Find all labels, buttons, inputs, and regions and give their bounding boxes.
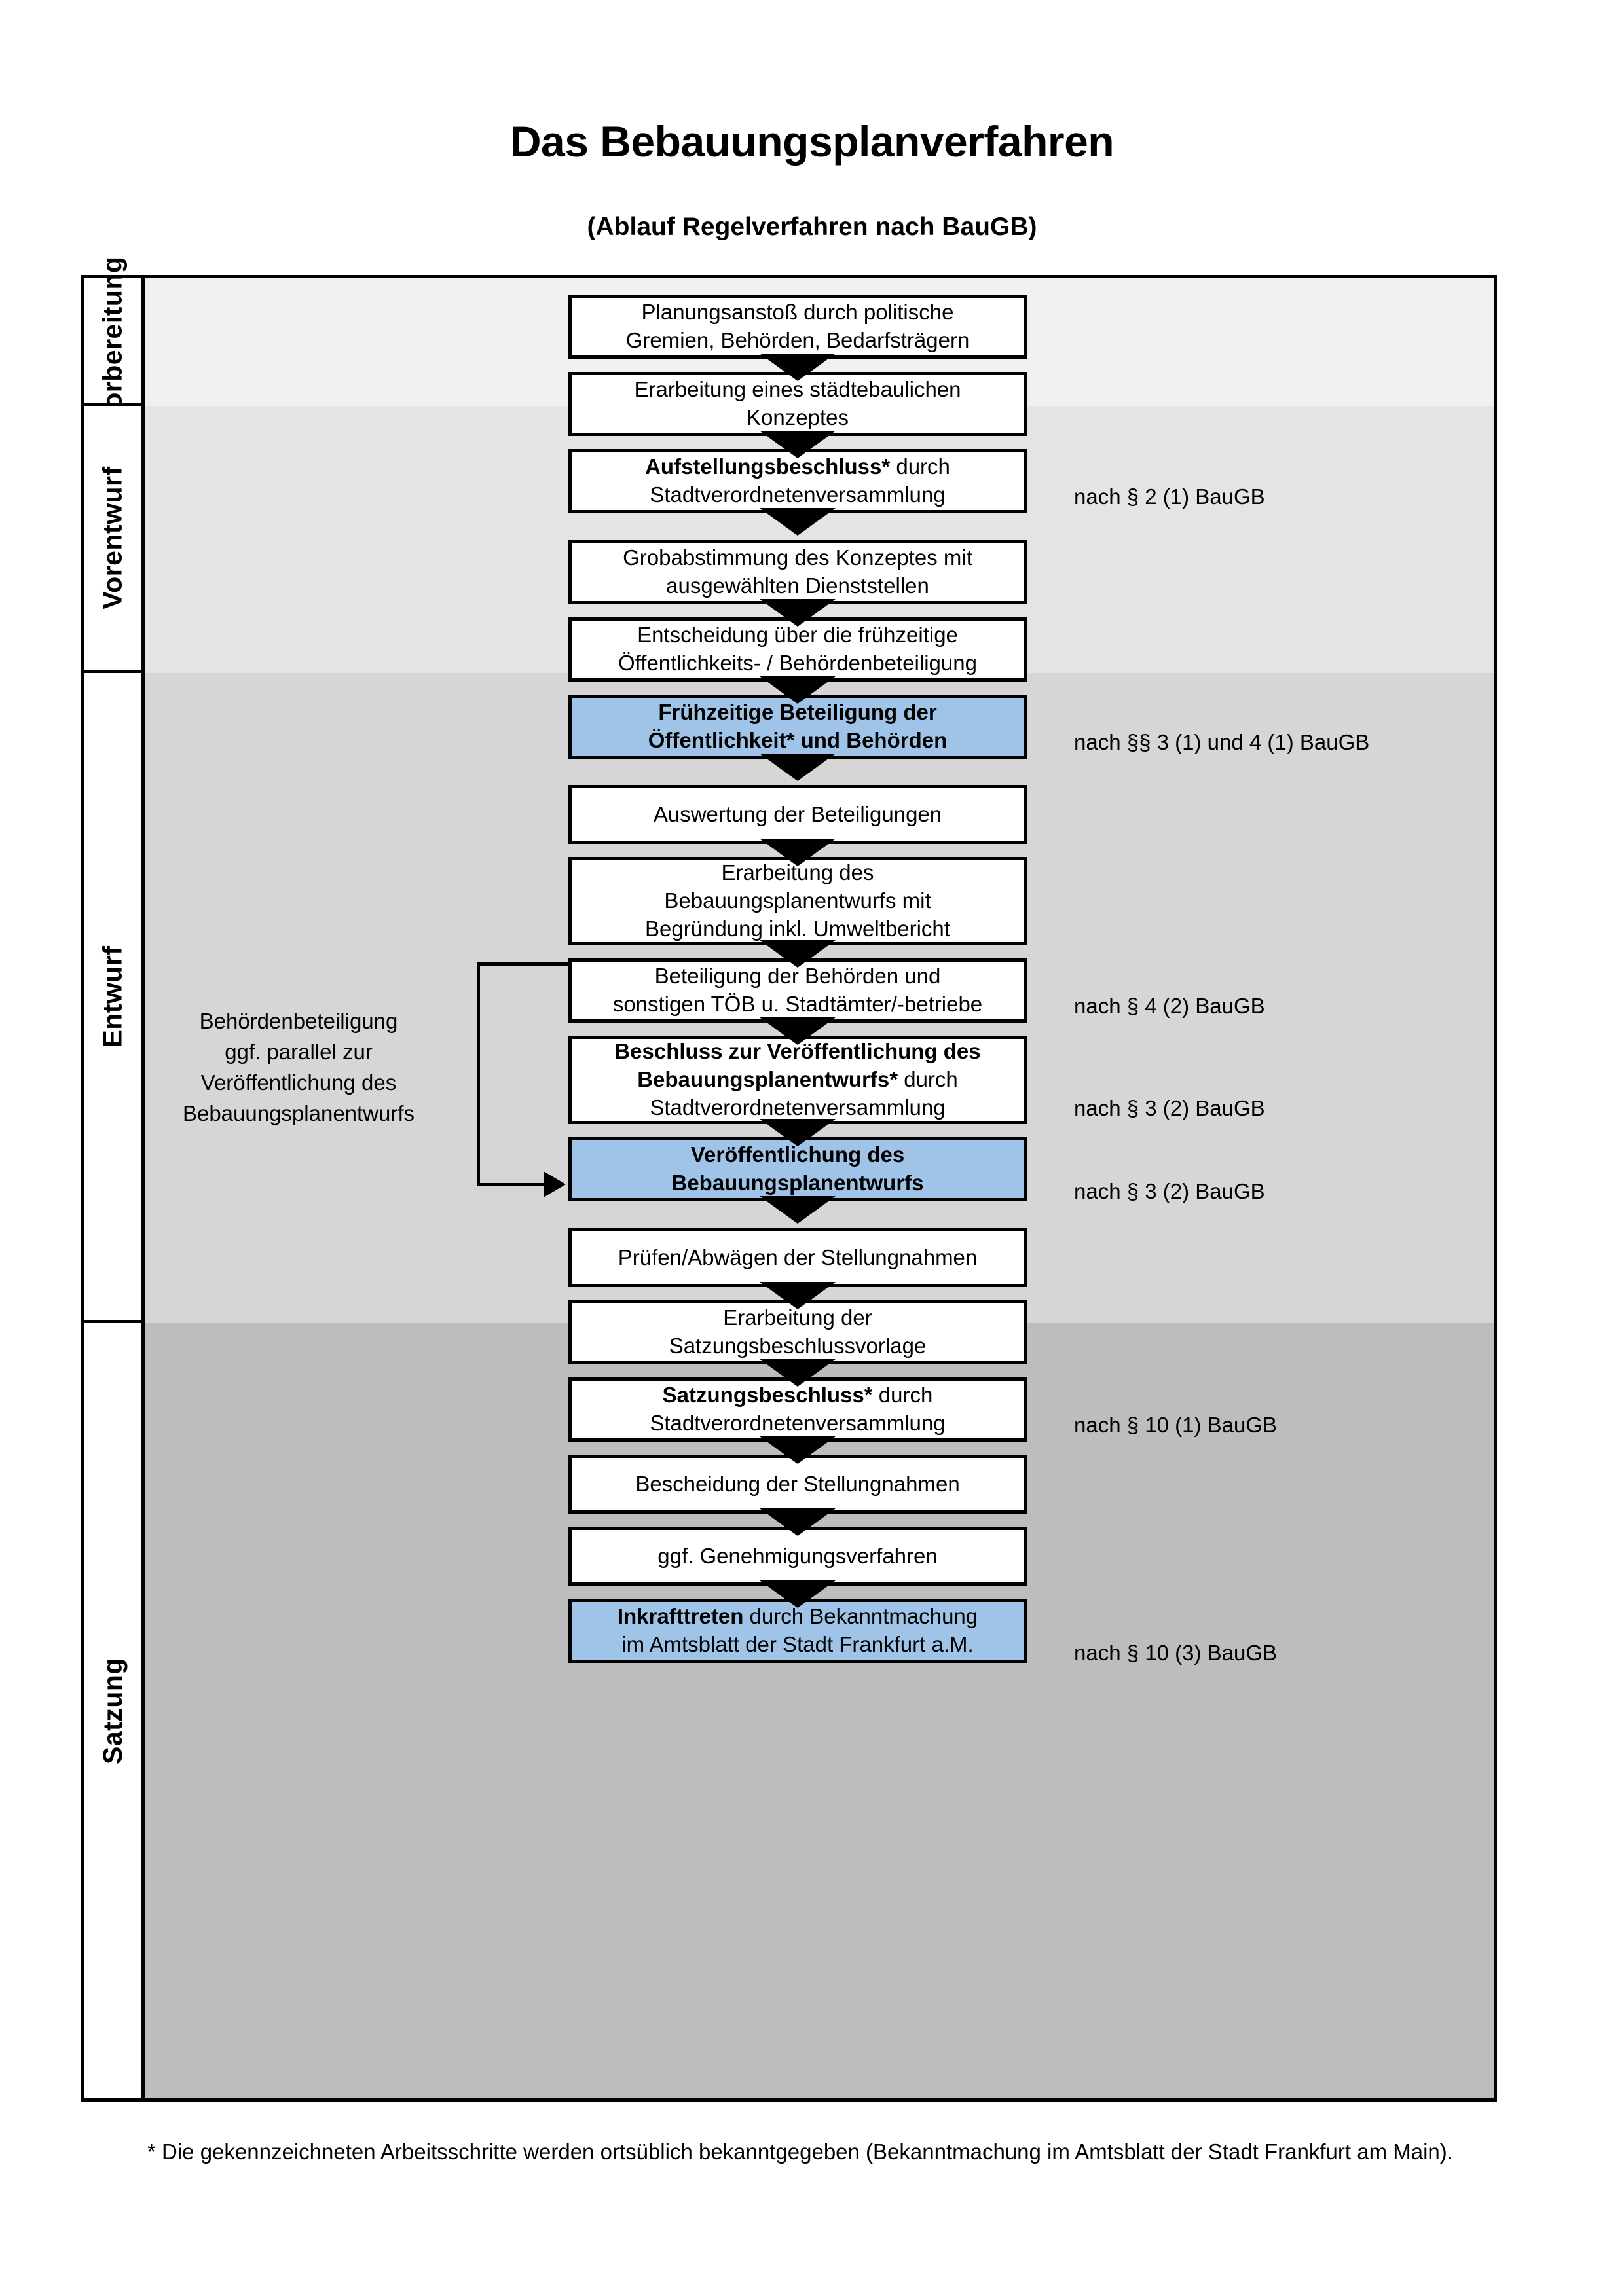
legal-reference-ref-par10-3: nach § 10 (3) BauGB — [1074, 1641, 1278, 1665]
process-step-label: ggf. Genehmigungsverfahren — [657, 1543, 938, 1568]
flow-arrow-icon — [760, 1580, 836, 1608]
legal-reference-ref-par4-2: nach § 4 (2) BauGB — [1074, 994, 1265, 1018]
page-title: Das Bebauungsplanverfahren — [509, 117, 1115, 166]
phase-label-text: Entwurf — [97, 945, 128, 1048]
process-step-auswertung-beteiligungen[interactable]: Auswertung der Beteiligungen — [568, 785, 1027, 844]
side-note-line: Bebauungsplanentwurfs — [182, 1101, 415, 1125]
side-note-line: Veröffentlichung des — [200, 1070, 397, 1095]
connector-arrowhead-icon — [544, 1171, 566, 1197]
process-step-label: Bescheidung der Stellungnahmen — [635, 1471, 960, 1496]
process-step-bescheidung-stellungnahmen[interactable]: Bescheidung der Stellungnahmen — [568, 1455, 1027, 1514]
legal-reference-ref-par3-2-b: nach § 3 (2) BauGB — [1074, 1179, 1265, 1203]
flow-arrow-icon — [760, 1436, 836, 1464]
process-step-label: Auswertung der Beteiligungen — [653, 801, 942, 826]
connector-line-left — [477, 962, 480, 1183]
process-step-pruefen-abwaegen[interactable]: Prüfen/Abwägen der Stellungnahmen — [568, 1228, 1027, 1287]
legal-reference-ref-par3-2-a: nach § 3 (2) BauGB — [1074, 1096, 1265, 1120]
flowchart-frame: Vorbereitung Vorentwurf Entwurf Satzung … — [81, 256, 1497, 2102]
phase-label-text: Satzung — [97, 1657, 128, 1764]
phase-label-vorentwurf: Vorentwurf — [84, 406, 141, 673]
phase-label-column: Vorbereitung Vorentwurf Entwurf Satzung — [84, 256, 145, 2098]
flow-arrow-icon — [760, 754, 836, 781]
legal-reference-ref-par10-1: nach § 10 (1) BauGB — [1074, 1413, 1278, 1437]
footnote: * Die gekennzeichneten Arbeitsschritte w… — [147, 2140, 1453, 2164]
side-note-line: ggf. parallel zur — [225, 1039, 373, 1064]
flow-arrow-icon — [760, 1017, 836, 1045]
flow-arrow-icon — [760, 599, 836, 627]
legal-reference-ref-par3-1-4-1: nach §§ 3 (1) und 4 (1) BauGB — [1074, 730, 1370, 754]
flow-arrow-icon — [760, 1508, 836, 1536]
flow-arrow-icon — [760, 431, 836, 458]
phase-label-entwurf: Entwurf — [84, 673, 141, 1323]
flow-arrow-icon — [760, 354, 836, 381]
phase-label-satzung: Satzung — [84, 1323, 141, 2098]
flow-arrow-icon — [760, 839, 836, 866]
side-note-line: Behördenbeteiligung — [199, 1009, 398, 1033]
phase-label-text: Vorbereitung — [97, 255, 128, 426]
flow-arrow-icon — [760, 1359, 836, 1387]
flow-arrow-icon — [760, 1282, 836, 1309]
connector-line-bottom — [477, 1183, 544, 1186]
phase-label-text: Vorentwurf — [97, 466, 128, 610]
page-subtitle: (Ablauf Regelverfahren nach BauGB) — [587, 213, 1037, 241]
flow-arrow-icon — [760, 508, 836, 536]
legal-reference-ref-par2-1: nach § 2 (1) BauGB — [1074, 484, 1265, 509]
phase-label-vorbereitung: Vorbereitung — [84, 256, 141, 425]
flow-arrow-icon — [760, 676, 836, 704]
flow-arrow-icon — [760, 1119, 836, 1146]
connector-line-top — [477, 962, 568, 966]
flow-arrow-icon — [760, 940, 836, 968]
flow-arrow-icon — [760, 1196, 836, 1224]
process-step-label: Prüfen/Abwägen der Stellungnahmen — [618, 1245, 978, 1269]
